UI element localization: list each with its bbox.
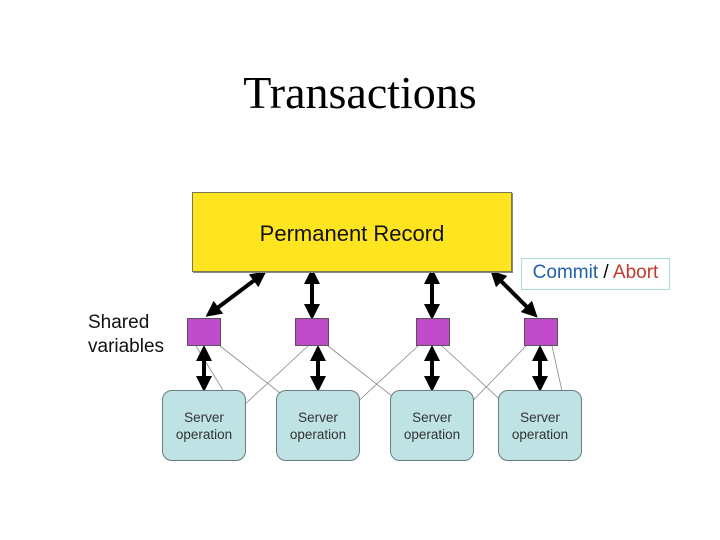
shared-label-line: Shared [88,312,150,333]
server-label-line: operation [175,426,233,442]
commit-text: Commit [532,262,599,283]
commit-abort-separator: / [598,262,613,283]
permanent-record-label: Permanent Record [259,221,445,246]
record-link-arrow [205,271,267,317]
abort-text: Abort [612,262,659,283]
server-label-line: operation [511,426,569,442]
shared-variable-node [416,318,450,346]
shared-label-line: variables [88,336,165,357]
server-label-line: Server [184,409,224,425]
shared-variables-label: Shared variables [88,311,164,359]
record-link-arrow [490,270,538,318]
server-label-line: Server [298,409,338,425]
shared-variable-node [524,318,558,346]
server-label-line: operation [403,426,461,442]
permanent-record-box: Permanent Record [192,192,512,272]
shared-variable-node [295,318,329,346]
server-label-line: Server [520,409,560,425]
commit-abort-label: Commit / Abort [521,258,670,290]
shared-variable-node [187,318,221,346]
server-label-line: Server [412,409,452,425]
server-label-line: operation [289,426,347,442]
page-title: Transactions [243,67,477,118]
